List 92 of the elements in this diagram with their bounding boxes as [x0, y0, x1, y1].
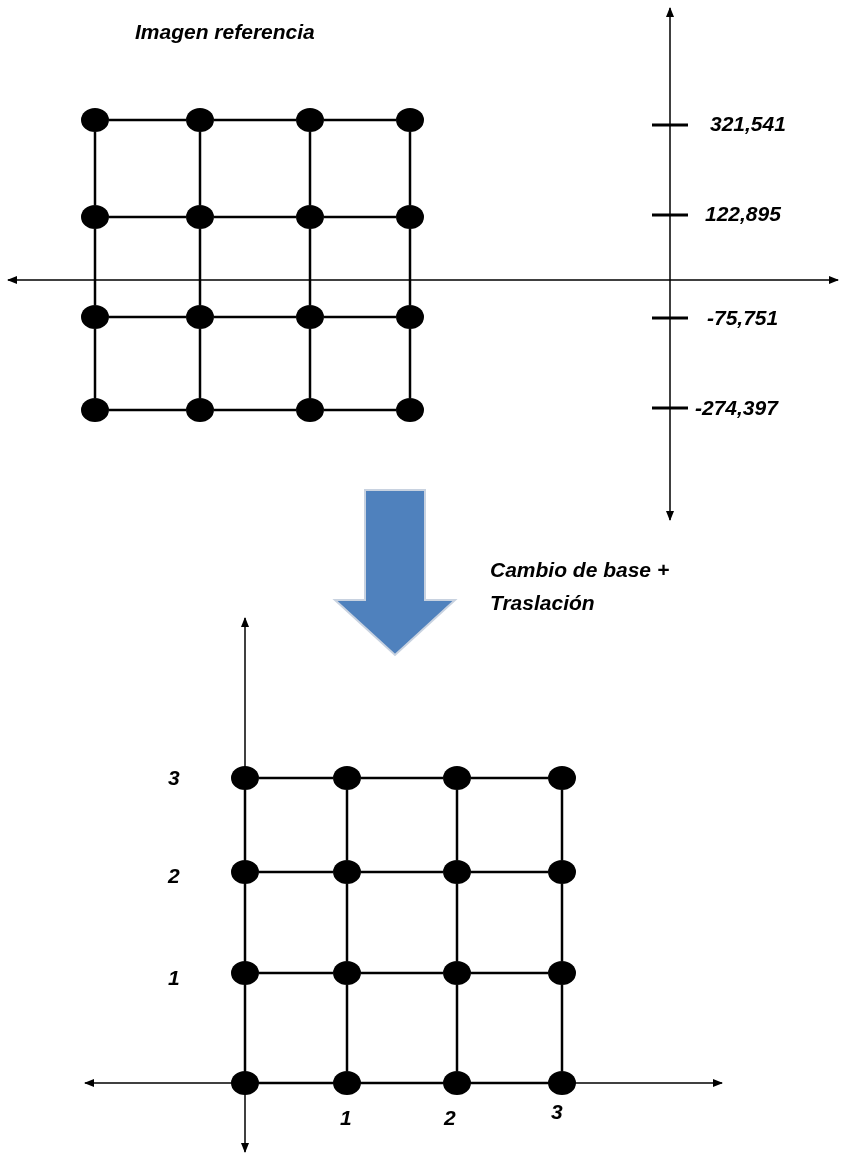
- grid-line: [243, 790, 247, 860]
- axis-value: 1: [168, 966, 180, 990]
- grid-point: [81, 398, 109, 422]
- grid-point: [231, 766, 259, 790]
- grid-line: [93, 132, 97, 205]
- grid-line: [308, 229, 312, 305]
- grid-line: [324, 408, 396, 412]
- grid-line: [259, 776, 333, 780]
- grid-point: [396, 398, 424, 422]
- grid-line: [198, 132, 202, 205]
- grid-point: [333, 961, 361, 985]
- grid-point: [81, 305, 109, 329]
- grid-line: [408, 329, 412, 398]
- axis-value: 3: [168, 766, 180, 790]
- grid-line: [324, 215, 396, 219]
- grid-line: [109, 315, 186, 319]
- grid-line: [109, 118, 186, 122]
- grid-line: [455, 985, 459, 1071]
- grid-line: [308, 329, 312, 398]
- axis-value: 2: [444, 1106, 456, 1130]
- grid-point: [186, 398, 214, 422]
- grid-line: [93, 329, 97, 398]
- grid-point: [296, 205, 324, 229]
- grid-line: [361, 1081, 443, 1085]
- grid-line: [471, 1081, 548, 1085]
- grid-line: [361, 776, 443, 780]
- grid-line: [243, 884, 247, 961]
- grid-point: [231, 1071, 259, 1095]
- grid-point: [443, 860, 471, 884]
- grid-point: [548, 860, 576, 884]
- grid-line: [324, 315, 396, 319]
- axis-value: 3: [551, 1100, 563, 1124]
- grid-line: [259, 870, 333, 874]
- grid-line: [455, 884, 459, 961]
- grid-point: [186, 305, 214, 329]
- grid-line: [214, 215, 296, 219]
- grid-point: [396, 205, 424, 229]
- grid-line: [259, 971, 333, 975]
- grid-line: [243, 985, 247, 1071]
- grid-line: [560, 884, 564, 961]
- grid-line: [345, 985, 349, 1071]
- grid-line: [93, 229, 97, 305]
- grid-point: [396, 305, 424, 329]
- grid-line: [560, 985, 564, 1071]
- grid-point: [186, 205, 214, 229]
- grid-point: [81, 108, 109, 132]
- grid-line: [361, 870, 443, 874]
- grid-line: [109, 408, 186, 412]
- grid-line: [408, 229, 412, 305]
- grid-point: [443, 961, 471, 985]
- axis-value: -274,397: [695, 396, 778, 420]
- grid-point: [186, 108, 214, 132]
- grid-point: [296, 305, 324, 329]
- axis-value: 2: [168, 864, 180, 888]
- axis-value: 1: [340, 1106, 352, 1130]
- grid-point: [443, 1071, 471, 1095]
- grid-point: [443, 766, 471, 790]
- grid-line: [214, 118, 296, 122]
- grid-line: [455, 790, 459, 860]
- grid-line: [560, 790, 564, 860]
- grid-point: [231, 961, 259, 985]
- grid-point: [548, 961, 576, 985]
- grid-line: [345, 790, 349, 860]
- grid-line: [408, 132, 412, 205]
- grid-point: [231, 860, 259, 884]
- grid-point: [81, 205, 109, 229]
- grid-line: [259, 1081, 333, 1085]
- grid-line: [345, 884, 349, 961]
- grid-point: [333, 766, 361, 790]
- grid-point: [333, 860, 361, 884]
- axis-value: 321,541: [710, 112, 786, 136]
- grid-point: [548, 766, 576, 790]
- grid-point: [296, 398, 324, 422]
- axis-value: 122,895: [705, 202, 781, 226]
- grid-line: [214, 408, 296, 412]
- grid-line: [308, 132, 312, 205]
- grid-point: [548, 1071, 576, 1095]
- grid-line: [471, 776, 548, 780]
- grid-point: [396, 108, 424, 132]
- grid-line: [361, 971, 443, 975]
- grid-line: [198, 229, 202, 305]
- transform-caption: Cambio de base + Traslación: [490, 557, 671, 616]
- grid-point: [333, 1071, 361, 1095]
- grid-line: [471, 870, 548, 874]
- grid-point: [296, 108, 324, 132]
- grid-line: [109, 215, 186, 219]
- grid-line: [324, 118, 396, 122]
- axis-value: -75,751: [707, 306, 779, 330]
- figure-title: Imagen referencia: [135, 20, 315, 44]
- grid-line: [214, 315, 296, 319]
- grid-line: [198, 329, 202, 398]
- grid-line: [471, 971, 548, 975]
